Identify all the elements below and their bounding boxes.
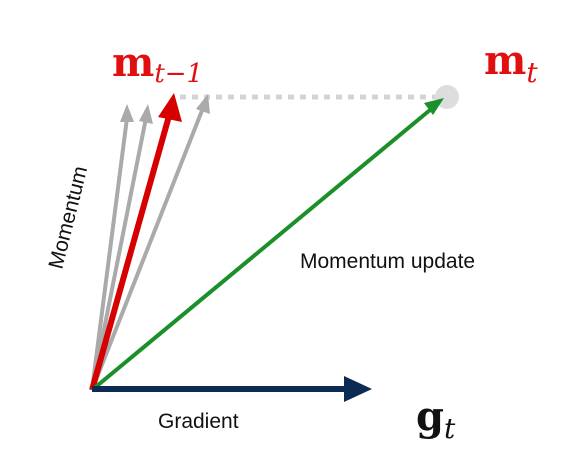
history-arrow-1-head [120,104,134,122]
history-arrow-3 [90,107,205,391]
m-t-minus-1-subscript: t−1 [154,59,203,89]
m-t-subscript: t [526,56,538,89]
m-t-minus-1-label: mt−1 [112,39,203,89]
history-arrow-2 [90,117,148,391]
gradient-arrow-head [344,376,372,402]
momentum-label: Momentum [45,164,93,271]
g-t-subscript: t [444,412,456,445]
g-t-base: g [416,393,444,440]
momentum-endpoint-dot [435,85,459,109]
history-arrow-2-head [139,104,153,124]
momentum-update-arrow-head [424,98,444,115]
momentum-update-arrow [90,108,432,392]
m-t-base: m [484,37,526,84]
history-arrow-3-head [196,94,210,114]
m-t-label: mt [484,37,538,89]
momentum-update-label: Momentum update [300,250,475,273]
history-arrow-1 [90,117,129,391]
m-t-minus-1-base: m [112,39,154,86]
g-t-label: gt [416,393,456,445]
momentum-arrow [89,115,172,391]
momentum-history-arrows [90,94,210,391]
gradient-label: Gradient [158,410,239,433]
momentum-arrow-head [158,93,182,122]
